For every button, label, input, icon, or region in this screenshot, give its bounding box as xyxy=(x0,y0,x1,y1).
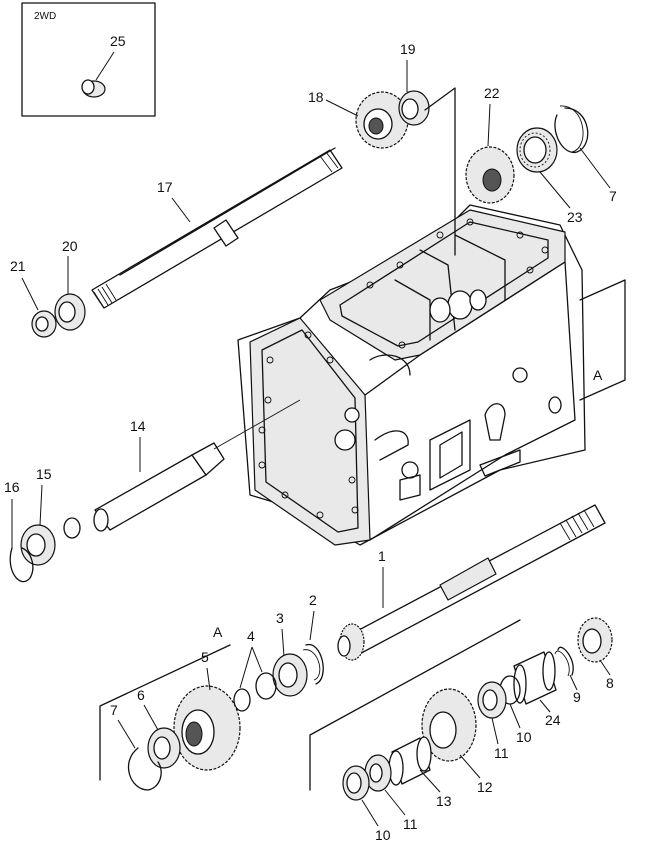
label-18: 18 xyxy=(308,89,324,105)
label-10-lower: 10 xyxy=(375,827,391,843)
part-22-gear xyxy=(465,146,515,204)
label-6: 6 xyxy=(137,687,145,703)
label-7-bottom: 7 xyxy=(110,702,118,718)
inset-title: 2WD xyxy=(34,11,56,22)
part-17-shaft xyxy=(91,147,343,309)
label-a-right: A xyxy=(593,367,603,383)
label-22: 22 xyxy=(484,85,500,101)
part-16-snap-ring xyxy=(9,547,34,583)
shaft-1-spline-gear xyxy=(337,623,365,661)
part-13-sleeve xyxy=(388,736,432,786)
part-4-rings xyxy=(233,672,277,712)
part-9-snap-ring xyxy=(554,646,574,677)
part-14-shaft xyxy=(93,399,301,532)
label-14: 14 xyxy=(130,418,146,434)
label-23: 23 xyxy=(567,209,583,225)
label-19: 19 xyxy=(400,41,416,57)
part-20-bearing xyxy=(54,293,86,331)
part-18-gear xyxy=(355,91,409,149)
label-24: 24 xyxy=(545,712,561,728)
transmission-housing xyxy=(237,204,586,546)
part-6-bearing xyxy=(147,727,181,769)
label-11-lower: 11 xyxy=(403,816,418,832)
part-5-gear xyxy=(173,685,241,771)
part-24-sleeve xyxy=(513,651,557,705)
part-11-bearing-lower xyxy=(364,754,392,792)
part-25-plug xyxy=(81,79,106,98)
label-5: 5 xyxy=(201,649,209,665)
part-1-main-shaft xyxy=(337,504,606,661)
part-12-gear xyxy=(421,688,477,762)
label-2: 2 xyxy=(309,592,317,608)
label-7-top: 7 xyxy=(609,188,617,204)
label-16: 16 xyxy=(4,479,20,495)
part-7-snap-ring-top xyxy=(554,105,589,153)
ref-plane-a-right: A xyxy=(579,279,626,401)
part-23-bearing xyxy=(516,127,558,173)
part-7-snap-ring-bottom xyxy=(127,747,162,791)
part-small-clip-left xyxy=(63,517,81,539)
part-3-bearing xyxy=(272,653,308,697)
label-12: 12 xyxy=(477,779,493,795)
label-3: 3 xyxy=(276,610,284,626)
part-21-ring xyxy=(31,310,57,338)
label-a-lower: A xyxy=(213,624,223,640)
label-1: 1 xyxy=(378,548,386,564)
label-8: 8 xyxy=(606,675,614,691)
part-15-bearing xyxy=(20,524,56,566)
label-17: 17 xyxy=(157,179,173,195)
label-11-upper: 11 xyxy=(494,745,509,761)
part-2-snap-ring xyxy=(302,644,324,685)
label-20: 20 xyxy=(62,238,78,254)
label-25: 25 xyxy=(110,33,126,49)
part-19-bearing xyxy=(398,90,430,126)
part-10-ring-lower xyxy=(342,765,370,801)
ref-plane-a-lower: A xyxy=(99,624,231,781)
inset-2wd: 2WD 25 xyxy=(21,2,156,117)
label-21: 21 xyxy=(10,258,26,274)
label-4: 4 xyxy=(247,628,255,644)
label-15: 15 xyxy=(36,466,52,482)
part-11-bearing-upper xyxy=(477,681,507,719)
label-10-upper: 10 xyxy=(516,729,532,745)
label-9: 9 xyxy=(573,689,581,705)
part-8-gear-coupler xyxy=(577,617,613,663)
label-13: 13 xyxy=(436,793,452,809)
